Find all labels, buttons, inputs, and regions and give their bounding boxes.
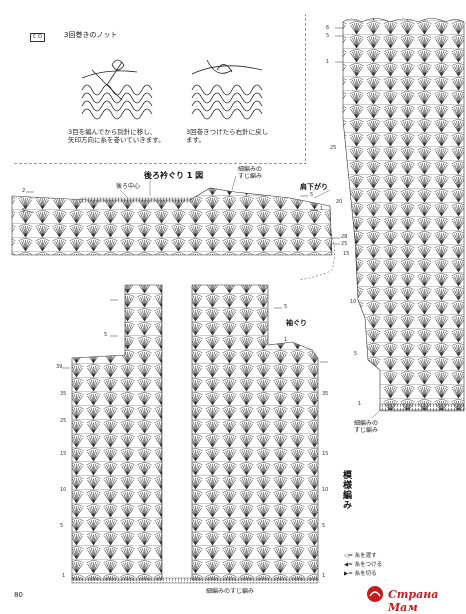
row-num: 25 (341, 241, 348, 247)
row-num: 2 (22, 188, 26, 194)
row-num: 15 (343, 251, 350, 257)
row-num: 1 (320, 206, 324, 212)
bottom-rib-edge (71, 577, 319, 584)
row-num: 39 (56, 364, 63, 370)
inset-title: 3回巻きのノット (64, 31, 118, 39)
row-num: 5 (322, 523, 326, 529)
inset-caption-left: 3目を編んでから別針に移し、 矢印方向に糸を巻いていきます。 (68, 128, 165, 144)
row-num: 5 (284, 304, 288, 310)
fine-rib-bottom-label: 細編みのすじ編み (206, 588, 255, 595)
row-num: 15 (60, 451, 67, 457)
row-num: 1 (62, 573, 66, 579)
row-num: 5 (60, 523, 64, 529)
row-num: 5 (104, 332, 108, 338)
back-center-lower (191, 284, 319, 581)
row-num: 1 (358, 401, 362, 407)
watermark-text: Страна Мам (388, 588, 439, 614)
row-num: 6 (326, 25, 330, 31)
right-panel (342, 18, 465, 412)
row-num: 35 (60, 391, 67, 397)
row-num: 15 (322, 451, 329, 457)
legend-row: ◀= 糸をつける (344, 562, 383, 568)
inset-caption-right: 3回巻きつけたら右針に戻し ます。 (186, 128, 269, 144)
fine-rib-right-label: 細編みの すじ編み (354, 420, 379, 434)
row-num: 5 (354, 351, 358, 357)
back-upper-band (11, 187, 335, 281)
row-num: 1 (322, 573, 326, 579)
row-num: 20 (336, 199, 343, 205)
row-num: 10 (322, 487, 329, 493)
row-num: 10 (350, 299, 357, 305)
page-number: 80 (14, 591, 23, 599)
row-num: 1 (284, 337, 288, 343)
row-num: 35 (322, 391, 329, 397)
row-num: 5 (310, 192, 314, 198)
row-num: 5 (22, 208, 26, 214)
row-arrows (26, 27, 343, 369)
watermark-logo-icon (367, 586, 383, 602)
row-num: 5 (326, 33, 330, 39)
inset-badge: C D (30, 33, 45, 42)
armhole-label: 袖ぐり (286, 319, 307, 327)
fine-rib-top-label: 細編みの すじ編み (238, 166, 263, 180)
row-num: 25 (330, 145, 337, 151)
row-num: 25 (60, 418, 67, 424)
pattern-label: 模様編み (341, 470, 351, 510)
legend-row: ▶= 糸を切る (344, 571, 377, 577)
back-center-label: 後ろ中心 (116, 183, 141, 190)
shoulder-label: 肩下がり (300, 183, 328, 191)
legend-row: ◁= 糸を渡す (344, 553, 377, 559)
back-neck-label: 後ろ衿ぐり 1 図 (144, 171, 204, 180)
row-num: 1 (326, 59, 330, 65)
knot-illustrations (81, 59, 263, 120)
back-left-lower (71, 284, 163, 581)
row-num: 28 (341, 234, 348, 240)
row-num: 10 (60, 487, 67, 493)
